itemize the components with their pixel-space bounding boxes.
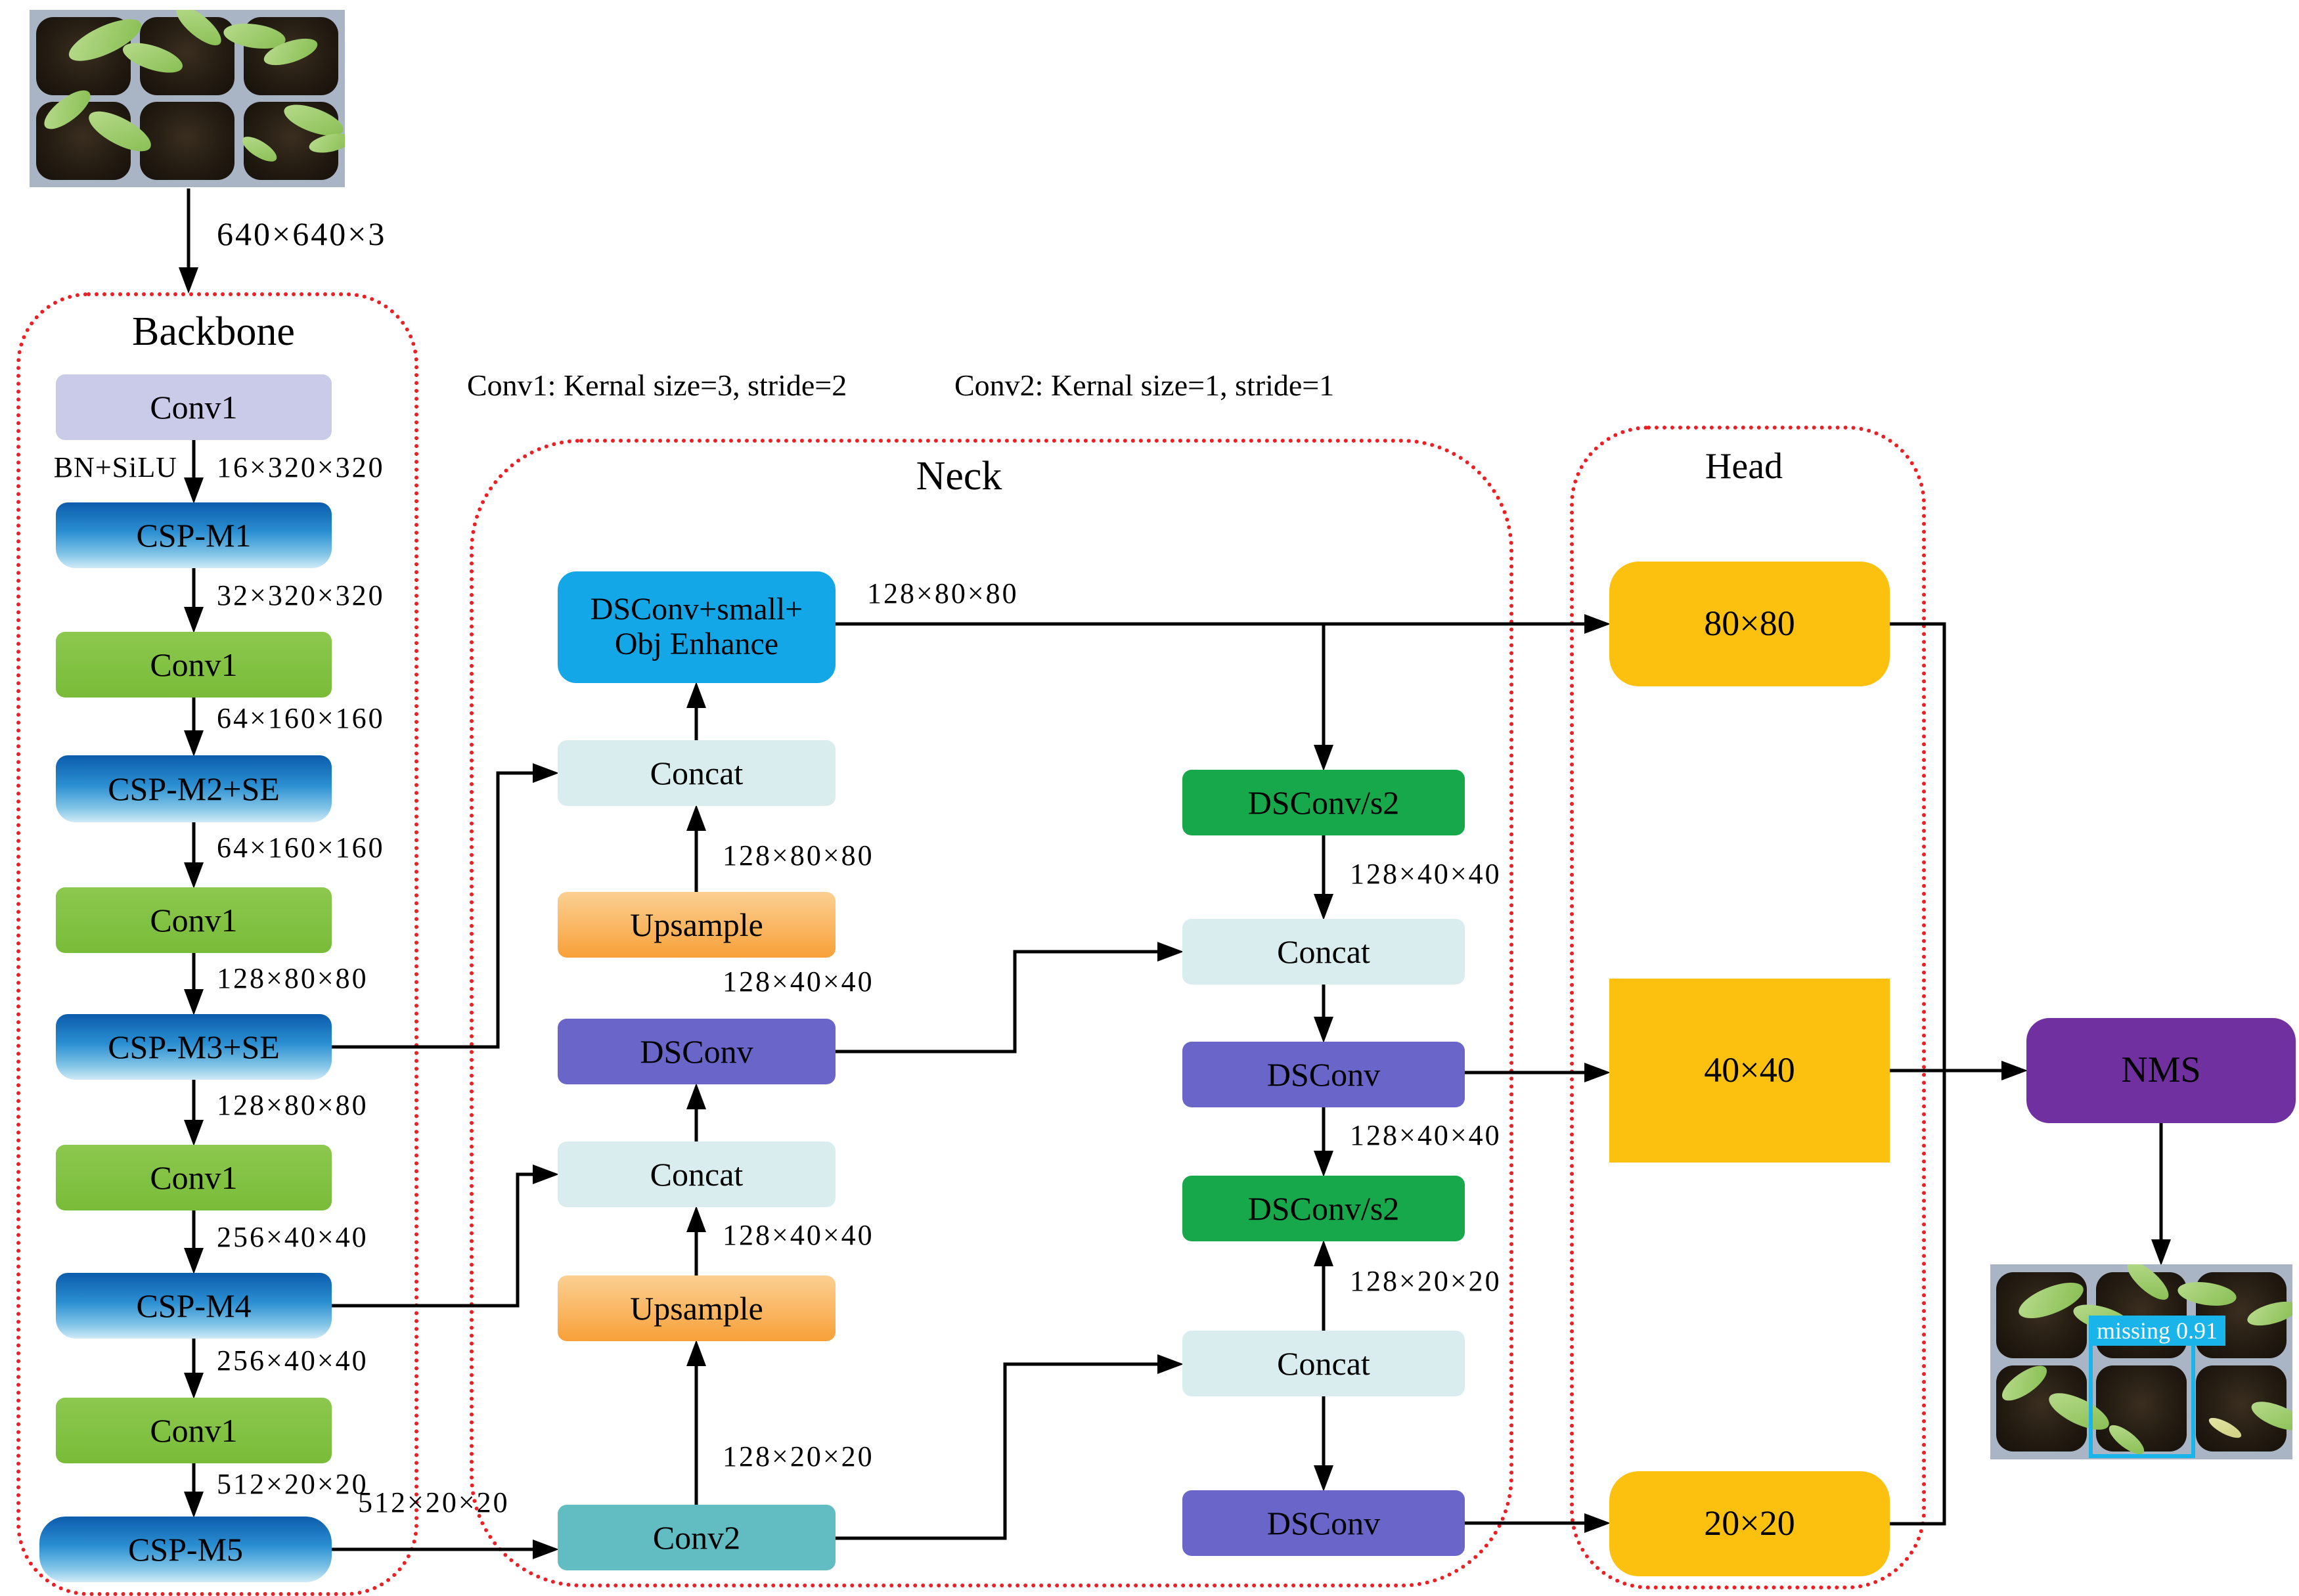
backbone-block-cspm4: CSP-M4 bbox=[56, 1273, 332, 1339]
upsample1-out-dim: 128×80×80 bbox=[723, 839, 874, 872]
backbone-block-conv1-2: Conv1 bbox=[56, 632, 332, 698]
backbone-dim-3: 64×160×160 bbox=[217, 831, 385, 864]
backbone-dim-1: 32×320×320 bbox=[217, 579, 385, 611]
obj-enhance-line1: DSConv+small+ bbox=[590, 592, 803, 627]
conv1-note: Conv1: Kernal size=3, stride=2 bbox=[467, 368, 847, 402]
backbone-dim-7: 256×40×40 bbox=[217, 1344, 368, 1377]
neck-concat-1: Concat bbox=[558, 740, 836, 806]
neck-upsample-1: Upsample bbox=[558, 892, 836, 958]
soil-pot bbox=[2096, 1365, 2187, 1452]
neck-dsconv-s2-top: DSConv/s2 bbox=[1182, 770, 1465, 835]
head-title: Head bbox=[1705, 446, 1783, 487]
neck-conv2: Conv2 bbox=[558, 1505, 836, 1570]
concat-bottom-up-dim: 128×20×20 bbox=[1350, 1265, 1502, 1297]
neck-dsconv-s2-bottom: DSConv/s2 bbox=[1182, 1176, 1465, 1241]
head-scale-40: 40×40 bbox=[1609, 979, 1890, 1163]
bn-silu-label: BN+SiLU bbox=[53, 451, 177, 483]
soil-pot bbox=[140, 102, 234, 181]
backbone-dim-2: 64×160×160 bbox=[217, 702, 385, 734]
dsconv-top-out-dim: 128×40×40 bbox=[1350, 1119, 1502, 1151]
head-scale-80: 80×80 bbox=[1609, 562, 1890, 686]
head-scale-20: 20×20 bbox=[1609, 1471, 1890, 1576]
backbone-block-cspm1: CSP-M1 bbox=[56, 502, 332, 568]
upsample2-out-dim: 128×40×40 bbox=[723, 1219, 874, 1251]
backbone-block-cspm2se: CSP-M2+SE bbox=[56, 755, 332, 822]
dsconv-in-dim: 128×40×40 bbox=[723, 965, 874, 998]
detection-box: missing 0.91 bbox=[2089, 1316, 2226, 1458]
neck-concat-2: Concat bbox=[558, 1142, 836, 1207]
nms-block: NMS bbox=[2026, 1018, 2296, 1123]
backbone-title: Backbone bbox=[132, 309, 295, 354]
neck-dsconv-right-top: DSConv bbox=[1182, 1042, 1465, 1107]
input-photo bbox=[30, 10, 345, 187]
output-photo: missing 0.91 bbox=[1990, 1264, 2292, 1459]
backbone-dim-4: 128×80×80 bbox=[217, 962, 368, 994]
neck-dsconv-mid: DSConv bbox=[558, 1019, 836, 1084]
backbone-dim-5: 128×80×80 bbox=[217, 1089, 368, 1121]
backbone-block-conv1-3: Conv1 bbox=[56, 887, 332, 953]
backbone-dim-6: 256×40×40 bbox=[217, 1221, 368, 1253]
backbone-block-cspm5: CSP-M5 bbox=[39, 1517, 332, 1582]
neck-concat-4: Concat bbox=[1182, 1331, 1465, 1396]
backbone-out-dim: 512×20×20 bbox=[358, 1486, 510, 1518]
obj-enhance-out-dim: 128×80×80 bbox=[867, 577, 1019, 610]
neck-concat-3: Concat bbox=[1182, 919, 1465, 985]
backbone-block-conv1-4: Conv1 bbox=[56, 1145, 332, 1210]
s2-top-out-dim: 128×40×40 bbox=[1350, 858, 1502, 890]
backbone-block-cspm3se: CSP-M3+SE bbox=[56, 1014, 332, 1080]
backbone-dim-0: 16×320×320 bbox=[217, 451, 385, 483]
neck-dsconv-right-bottom: DSConv bbox=[1182, 1490, 1465, 1556]
backbone-block-conv1-1: Conv1 bbox=[56, 374, 332, 440]
detection-label: missing 0.91 bbox=[2089, 1316, 2226, 1346]
backbone-dim-8: 512×20×20 bbox=[217, 1468, 368, 1500]
obj-enhance-line2: Obj Enhance bbox=[614, 627, 779, 661]
neck-upsample-2: Upsample bbox=[558, 1275, 836, 1341]
backbone-block-conv1-5: Conv1 bbox=[56, 1398, 332, 1463]
conv2-note: Conv2: Kernal size=1, stride=1 bbox=[954, 368, 1335, 402]
neck-obj-enhance-block: DSConv+small+ Obj Enhance bbox=[558, 571, 836, 683]
input-dim-label: 640×640×3 bbox=[217, 215, 387, 252]
conv2-up-dim: 128×20×20 bbox=[723, 1440, 874, 1473]
neck-title: Neck bbox=[916, 454, 1002, 499]
